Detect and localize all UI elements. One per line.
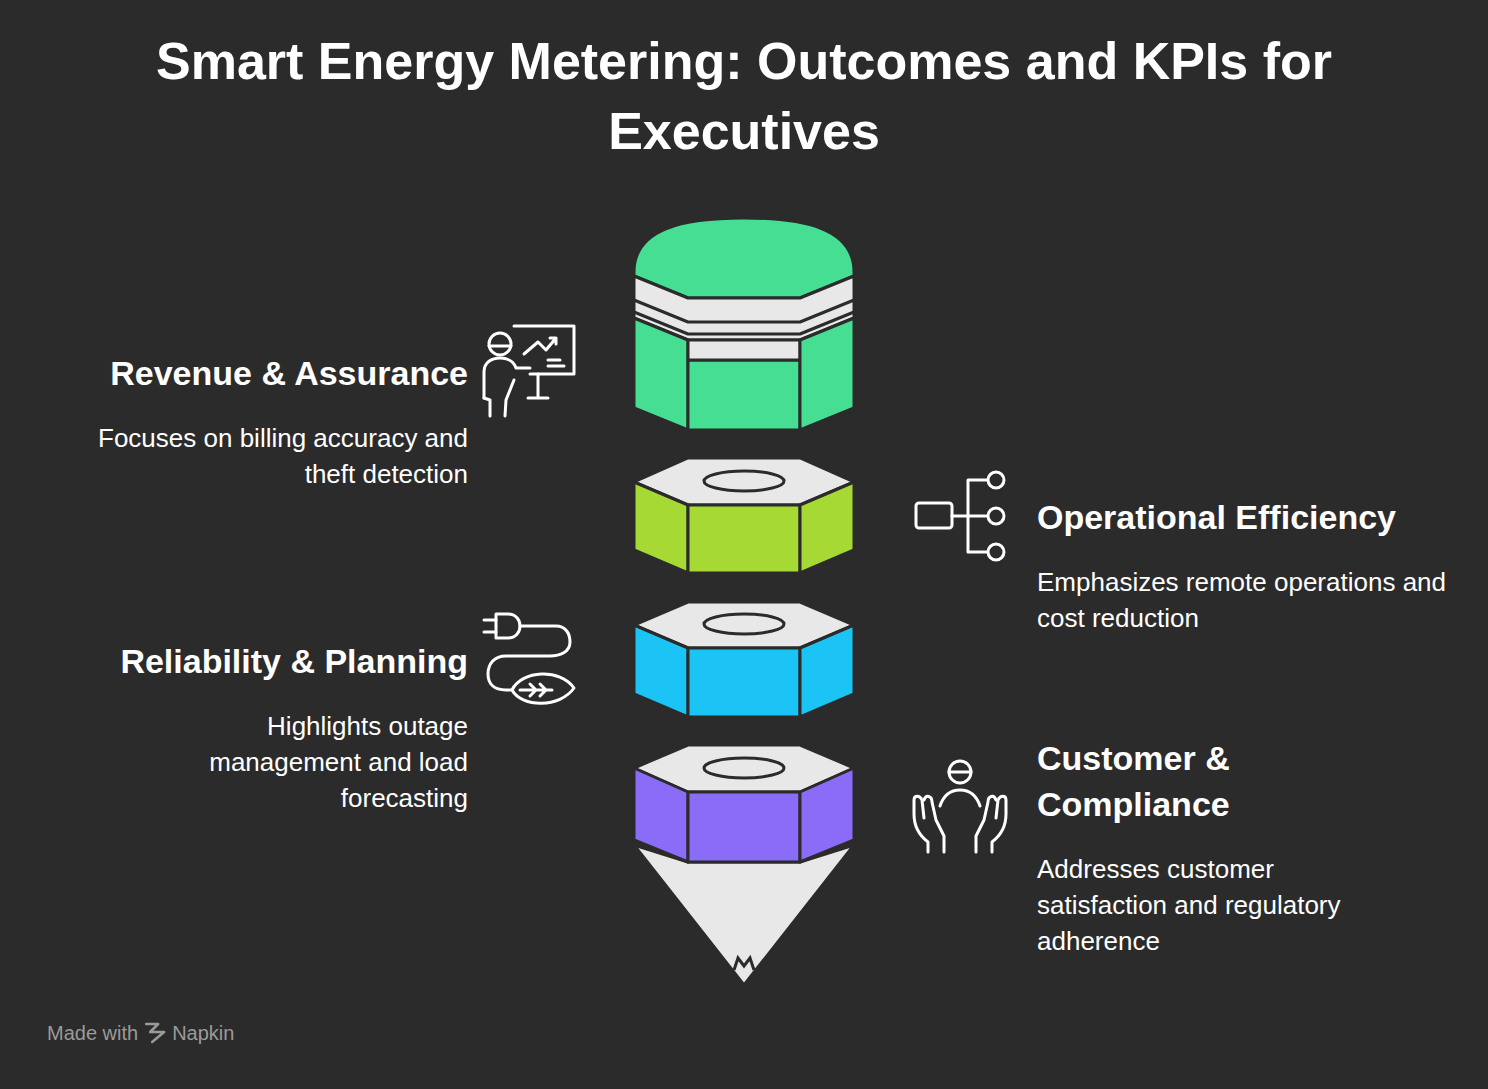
segment-face <box>688 648 800 717</box>
kpi-heading: Revenue & Assurance <box>8 350 468 396</box>
kpi-block: Revenue & AssuranceFocuses on billing ac… <box>8 350 468 492</box>
pencil-face <box>800 318 854 430</box>
segment-hole <box>704 758 784 778</box>
care-icon <box>914 761 1006 852</box>
pencil-face <box>688 360 800 430</box>
network-icon <box>916 472 1004 560</box>
segment-face <box>800 768 854 862</box>
segment-face <box>800 482 854 573</box>
band-line <box>634 300 854 322</box>
watermark: Made with <box>47 1021 138 1045</box>
kpi-block: Operational EfficiencyEmphasizes remote … <box>1037 494 1477 636</box>
kpi-description: Emphasizes remote operations and cost re… <box>1037 564 1457 636</box>
kpi-heading: Reliability & Planning <box>8 638 468 684</box>
kpi-description: Addresses customer satisfaction and regu… <box>1037 851 1407 959</box>
segment-face <box>688 792 800 862</box>
watermark: Napkin <box>172 1021 234 1045</box>
kpi-block: Reliability & PlanningHighlights outage … <box>8 638 468 816</box>
pencil-cap <box>634 218 854 298</box>
kpi-heading: Customer & Compliance <box>1037 735 1297 827</box>
napkin-logo <box>146 1024 164 1042</box>
diagram-title: Smart Energy Metering: Outcomes and KPIs… <box>124 26 1364 166</box>
segment-face <box>634 768 688 862</box>
segment-face <box>688 505 800 573</box>
pencil-tip <box>634 845 854 985</box>
segment-hole <box>704 471 784 491</box>
plug-leaf-icon <box>484 614 574 703</box>
tip-lead <box>734 958 754 970</box>
segment-face <box>634 625 688 717</box>
kpi-block: Customer & ComplianceAddresses customer … <box>1037 735 1457 959</box>
kpi-heading: Operational Efficiency <box>1037 494 1477 540</box>
segment-hole <box>704 614 784 634</box>
segment-face <box>800 625 854 717</box>
presenter-icon <box>484 326 574 416</box>
kpi-description: Focuses on billing accuracy and theft de… <box>88 420 468 492</box>
segment-face <box>634 482 688 573</box>
pencil-band <box>688 340 800 360</box>
pencil-face <box>634 318 688 430</box>
kpi-description: Highlights outage management and load fo… <box>148 708 468 816</box>
